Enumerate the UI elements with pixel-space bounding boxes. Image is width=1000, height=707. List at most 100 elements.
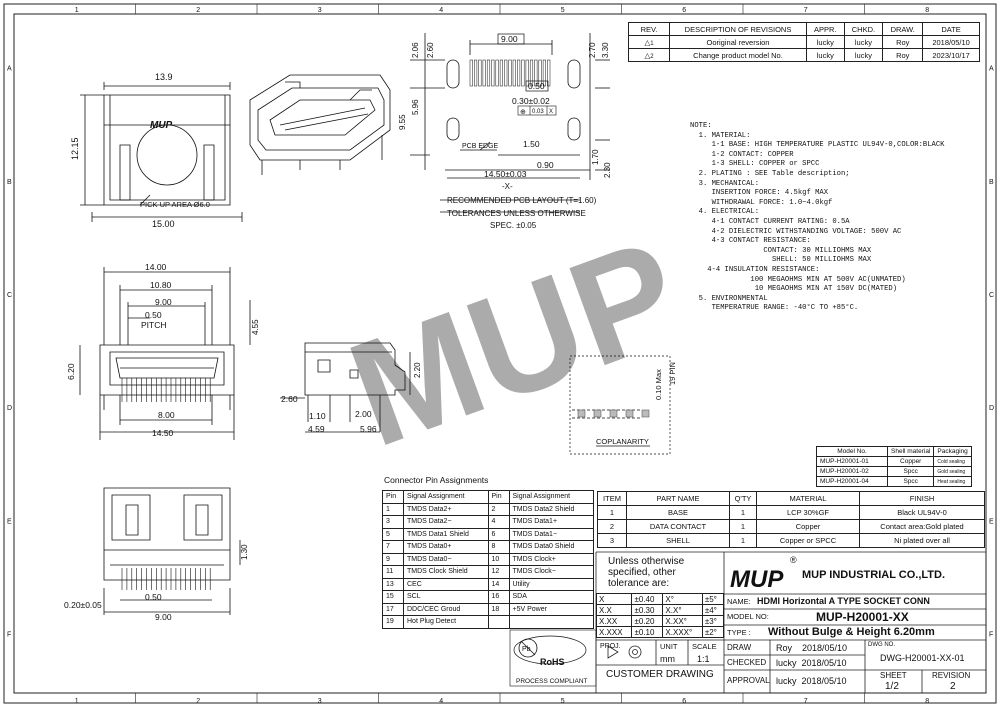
- zone-column-label: 4: [439, 7, 443, 14]
- desc-header: DESCRIPTION OF REVISIONS: [669, 22, 807, 36]
- coplanarity-pad: [577, 409, 586, 418]
- pcb-pad: [542, 59, 546, 87]
- signal-name: TMDS Clock−: [508, 565, 594, 579]
- pin-number: 6: [487, 527, 510, 541]
- signal-name: Utility: [508, 577, 594, 591]
- desc-cell: Change product model No.: [669, 48, 807, 62]
- zone-column-label: 3: [318, 7, 322, 14]
- dim-3-30: 3.30: [601, 42, 610, 58]
- tol-angle-label: X.XX°: [662, 615, 703, 627]
- draw-cell: Roy: [882, 48, 924, 62]
- zone-row-label: B: [7, 179, 12, 186]
- draw-value: Roy 2018/05/10: [776, 643, 848, 653]
- dim-2-60-side: 2.60: [281, 394, 298, 404]
- signal-name: TMDS Data1 Shield: [403, 527, 489, 541]
- tol-angle-label: X°: [662, 593, 703, 605]
- pack-cell: Cold sealing: [933, 456, 972, 467]
- pcb-pad: [491, 59, 495, 87]
- pin-table-title: Connector Pin Assignments: [384, 475, 489, 485]
- bottom-view: [103, 487, 241, 615]
- part-name-cell: BASE: [626, 505, 730, 520]
- tol-angle-label: X.X°: [662, 604, 703, 616]
- draw-cell: Roy: [882, 35, 924, 49]
- revision-table: REV. DESCRIPTION OF REVISIONS APPR. CHKD…: [628, 22, 980, 62]
- pack-cell: Heat sealing: [933, 476, 972, 487]
- pcb-pad: [508, 59, 512, 87]
- finish-cell: Ni plated over all: [859, 533, 985, 548]
- note-line: 4-1 CONTACT CURRENT RATING: 0.5A: [690, 217, 850, 226]
- pin-number: 17: [382, 602, 404, 616]
- note-line: 1. MATERIAL:: [690, 131, 751, 140]
- top-view: [80, 82, 243, 222]
- model-table: Model No. Shell material Packaging MUP-H…: [816, 446, 972, 487]
- signal-name: +5V Power: [508, 602, 594, 616]
- shell-header: Shell material: [886, 446, 935, 457]
- pitch-label: PITCH: [141, 320, 167, 330]
- pcb-layout: [410, 33, 610, 213]
- dim-15-00: 15.00: [152, 219, 175, 229]
- rev-cell: △2: [628, 48, 670, 62]
- dim-6-20: 6.20: [66, 363, 76, 380]
- dim-4-55: 4.55: [251, 319, 260, 335]
- unit-value: mm: [660, 654, 675, 664]
- note-line: 100 MEGAOHMS MIN AT 500V AC(UNMATED): [690, 275, 906, 284]
- qty-cell: 1: [729, 519, 757, 534]
- pcb-pad: [474, 59, 478, 87]
- dim-1-30: 1.30: [240, 544, 249, 560]
- dim-14-50-front: 14.50: [152, 428, 174, 438]
- zone-column-label: 8: [925, 698, 929, 705]
- dim-9-00-bottom: 9.00: [155, 612, 172, 622]
- signal-name: TMDS Clock Shield: [403, 565, 489, 579]
- dim-14-50: 14.50±0.03: [484, 169, 527, 179]
- product-name: HDMI Horizontal A TYPE SOCKET CONN: [757, 596, 930, 606]
- dim-1-10: 1.10: [309, 411, 326, 421]
- revision-label: REVISION: [932, 671, 971, 680]
- coplanarity-pins: 19 PIN: [668, 362, 677, 385]
- model-row: MUP-H20001-02 Spcc Gold sealing: [816, 466, 972, 477]
- dim-2-30: 2.30: [603, 162, 612, 178]
- note-line: 4-2 DIELECTRIC WITHSTANDING VOLTAGE: 500…: [690, 227, 902, 236]
- checked-label: CHECKED: [727, 658, 767, 667]
- pin-header: Pin: [487, 490, 510, 504]
- coplanarity-pad: [593, 409, 602, 418]
- zone-column-label: 4: [439, 698, 443, 705]
- pin-number: 13: [382, 577, 404, 591]
- pin-number: 18: [487, 602, 510, 616]
- shell-cell: Spcc: [886, 466, 935, 477]
- note-line: INSERTION FORCE: 4.5kgf MAX: [690, 189, 829, 198]
- pin-header: Pin: [382, 490, 404, 504]
- appr-cell: lucky: [806, 48, 845, 62]
- dim-2-06: 2.06: [411, 42, 420, 58]
- sheet-value: 1/2: [885, 681, 899, 692]
- type-value: Without Bulge & Height 6.20mm: [768, 626, 935, 638]
- shell-cell: Copper: [886, 456, 935, 467]
- scale-value: 1:1: [697, 654, 710, 664]
- item-header: ITEM: [597, 491, 627, 506]
- dim-9-00: 9.00: [501, 34, 518, 44]
- tol-angle-value: ±5°: [701, 593, 725, 605]
- tol-angle-label: X.XXX°: [662, 626, 703, 638]
- tolerance-title: Unless otherwise specified, other tolera…: [608, 556, 685, 589]
- dim-9-00-front: 9.00: [155, 297, 172, 307]
- datum-x: -X-: [502, 182, 513, 191]
- pack-header: Packaging: [933, 446, 972, 457]
- revision-value: 2: [950, 681, 956, 692]
- signal-name: TMDS Data2−: [403, 515, 489, 529]
- zone-column-label: 2: [196, 7, 200, 14]
- model-cell: MUP-H20001-02: [816, 466, 888, 477]
- coplanarity-pad: [625, 409, 634, 418]
- note-line: TEMPERATRUE RANGE: -40°C TO +85°C.: [690, 304, 859, 313]
- iso-view: [249, 74, 391, 175]
- tol-linear-label: X.XXX: [595, 626, 633, 638]
- item-cell: 1: [597, 505, 627, 520]
- dim-5-96-side: 5.96: [360, 424, 377, 434]
- tol-linear-value: ±0.20: [631, 615, 664, 627]
- pcb-pad: [547, 59, 551, 87]
